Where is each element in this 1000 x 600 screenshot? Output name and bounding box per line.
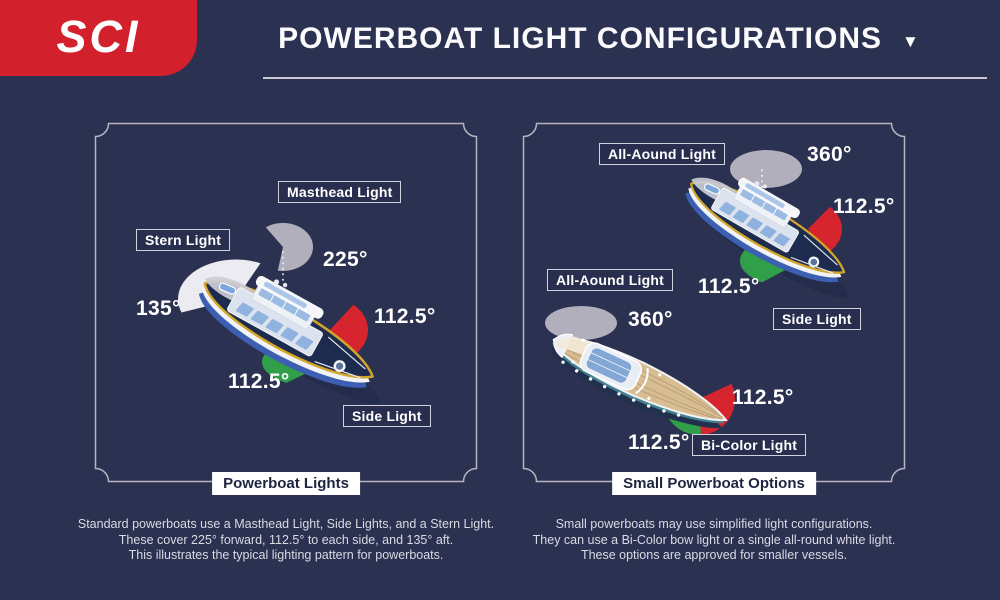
caption-line: Small powerboats may use simplified ligh… xyxy=(555,517,873,531)
sci-logo-text: SCI xyxy=(56,11,141,62)
caption-line: This illustrates the typical lighting pa… xyxy=(128,548,444,562)
small-powerboat-illustration xyxy=(541,150,864,445)
allround-beam-small xyxy=(545,306,617,340)
caption-powerboat-lights: Standard powerboats use a Masthead Light… xyxy=(26,517,546,564)
angle-allround-top: 360° xyxy=(807,143,852,166)
angle-bicolor-port: 112.5° xyxy=(628,431,690,454)
angle-side-port: 112.5° xyxy=(698,275,760,298)
side-light-label: Side Light xyxy=(773,308,861,330)
masthead-light-label: Masthead Light xyxy=(278,181,402,203)
caption-line: Standard powerboats use a Masthead Light… xyxy=(77,517,495,531)
stern-light-label: Stern Light xyxy=(136,229,231,251)
allround-beam-top xyxy=(730,150,802,188)
masthead-beam xyxy=(265,222,314,271)
allround-light-label-top: All-Aound Light xyxy=(599,143,725,165)
angle-stern: 135° xyxy=(136,297,181,320)
title-area: POWERBOAT LIGHT CONFIGURATIONS ▼ xyxy=(197,0,1000,78)
header-underline xyxy=(263,77,987,79)
panel-powerboat-lights: Masthead Light Stern Light Side Light 22… xyxy=(94,122,478,495)
angle-masthead: 225° xyxy=(323,248,368,271)
bicolor-light-label: Bi-Color Light xyxy=(692,434,807,456)
allround-light-label-small: All-Aound Light xyxy=(547,269,673,291)
panel-title-powerboat-lights: Powerboat Lights xyxy=(212,472,360,495)
page-title: POWERBOAT LIGHT CONFIGURATIONS xyxy=(278,22,883,55)
sci-logo: SCI xyxy=(0,0,197,76)
caption-small-powerboat-options: Small powerboats may use simplified ligh… xyxy=(454,517,974,564)
caption-line: These cover 225° forward, 112.5° to each… xyxy=(118,532,454,547)
angle-allround-small: 360° xyxy=(628,308,673,331)
angle-bicolor-starboard: 112.5° xyxy=(732,386,794,409)
powerboat-illustration xyxy=(178,222,394,407)
angle-side-starboard: 112.5° xyxy=(833,195,895,218)
angle-side-starboard: 112.5° xyxy=(374,305,436,328)
caption-line: These options are approved for smaller v… xyxy=(580,548,848,562)
dropdown-arrow-icon[interactable]: ▼ xyxy=(902,31,919,51)
panel-small-powerboat-options: All-Aound Light All-Aound Light Side Lig… xyxy=(522,122,906,495)
caption-line: They can use a Bi-Color bow light or a s… xyxy=(532,532,896,547)
side-light-red-beam xyxy=(808,206,842,255)
side-light-red-beam xyxy=(330,304,368,358)
runabout-boat xyxy=(541,323,735,445)
angle-side-port: 112.5° xyxy=(228,370,290,393)
side-light-label: Side Light xyxy=(343,405,431,427)
panel-title-small-powerboat-options: Small Powerboat Options xyxy=(612,472,816,495)
